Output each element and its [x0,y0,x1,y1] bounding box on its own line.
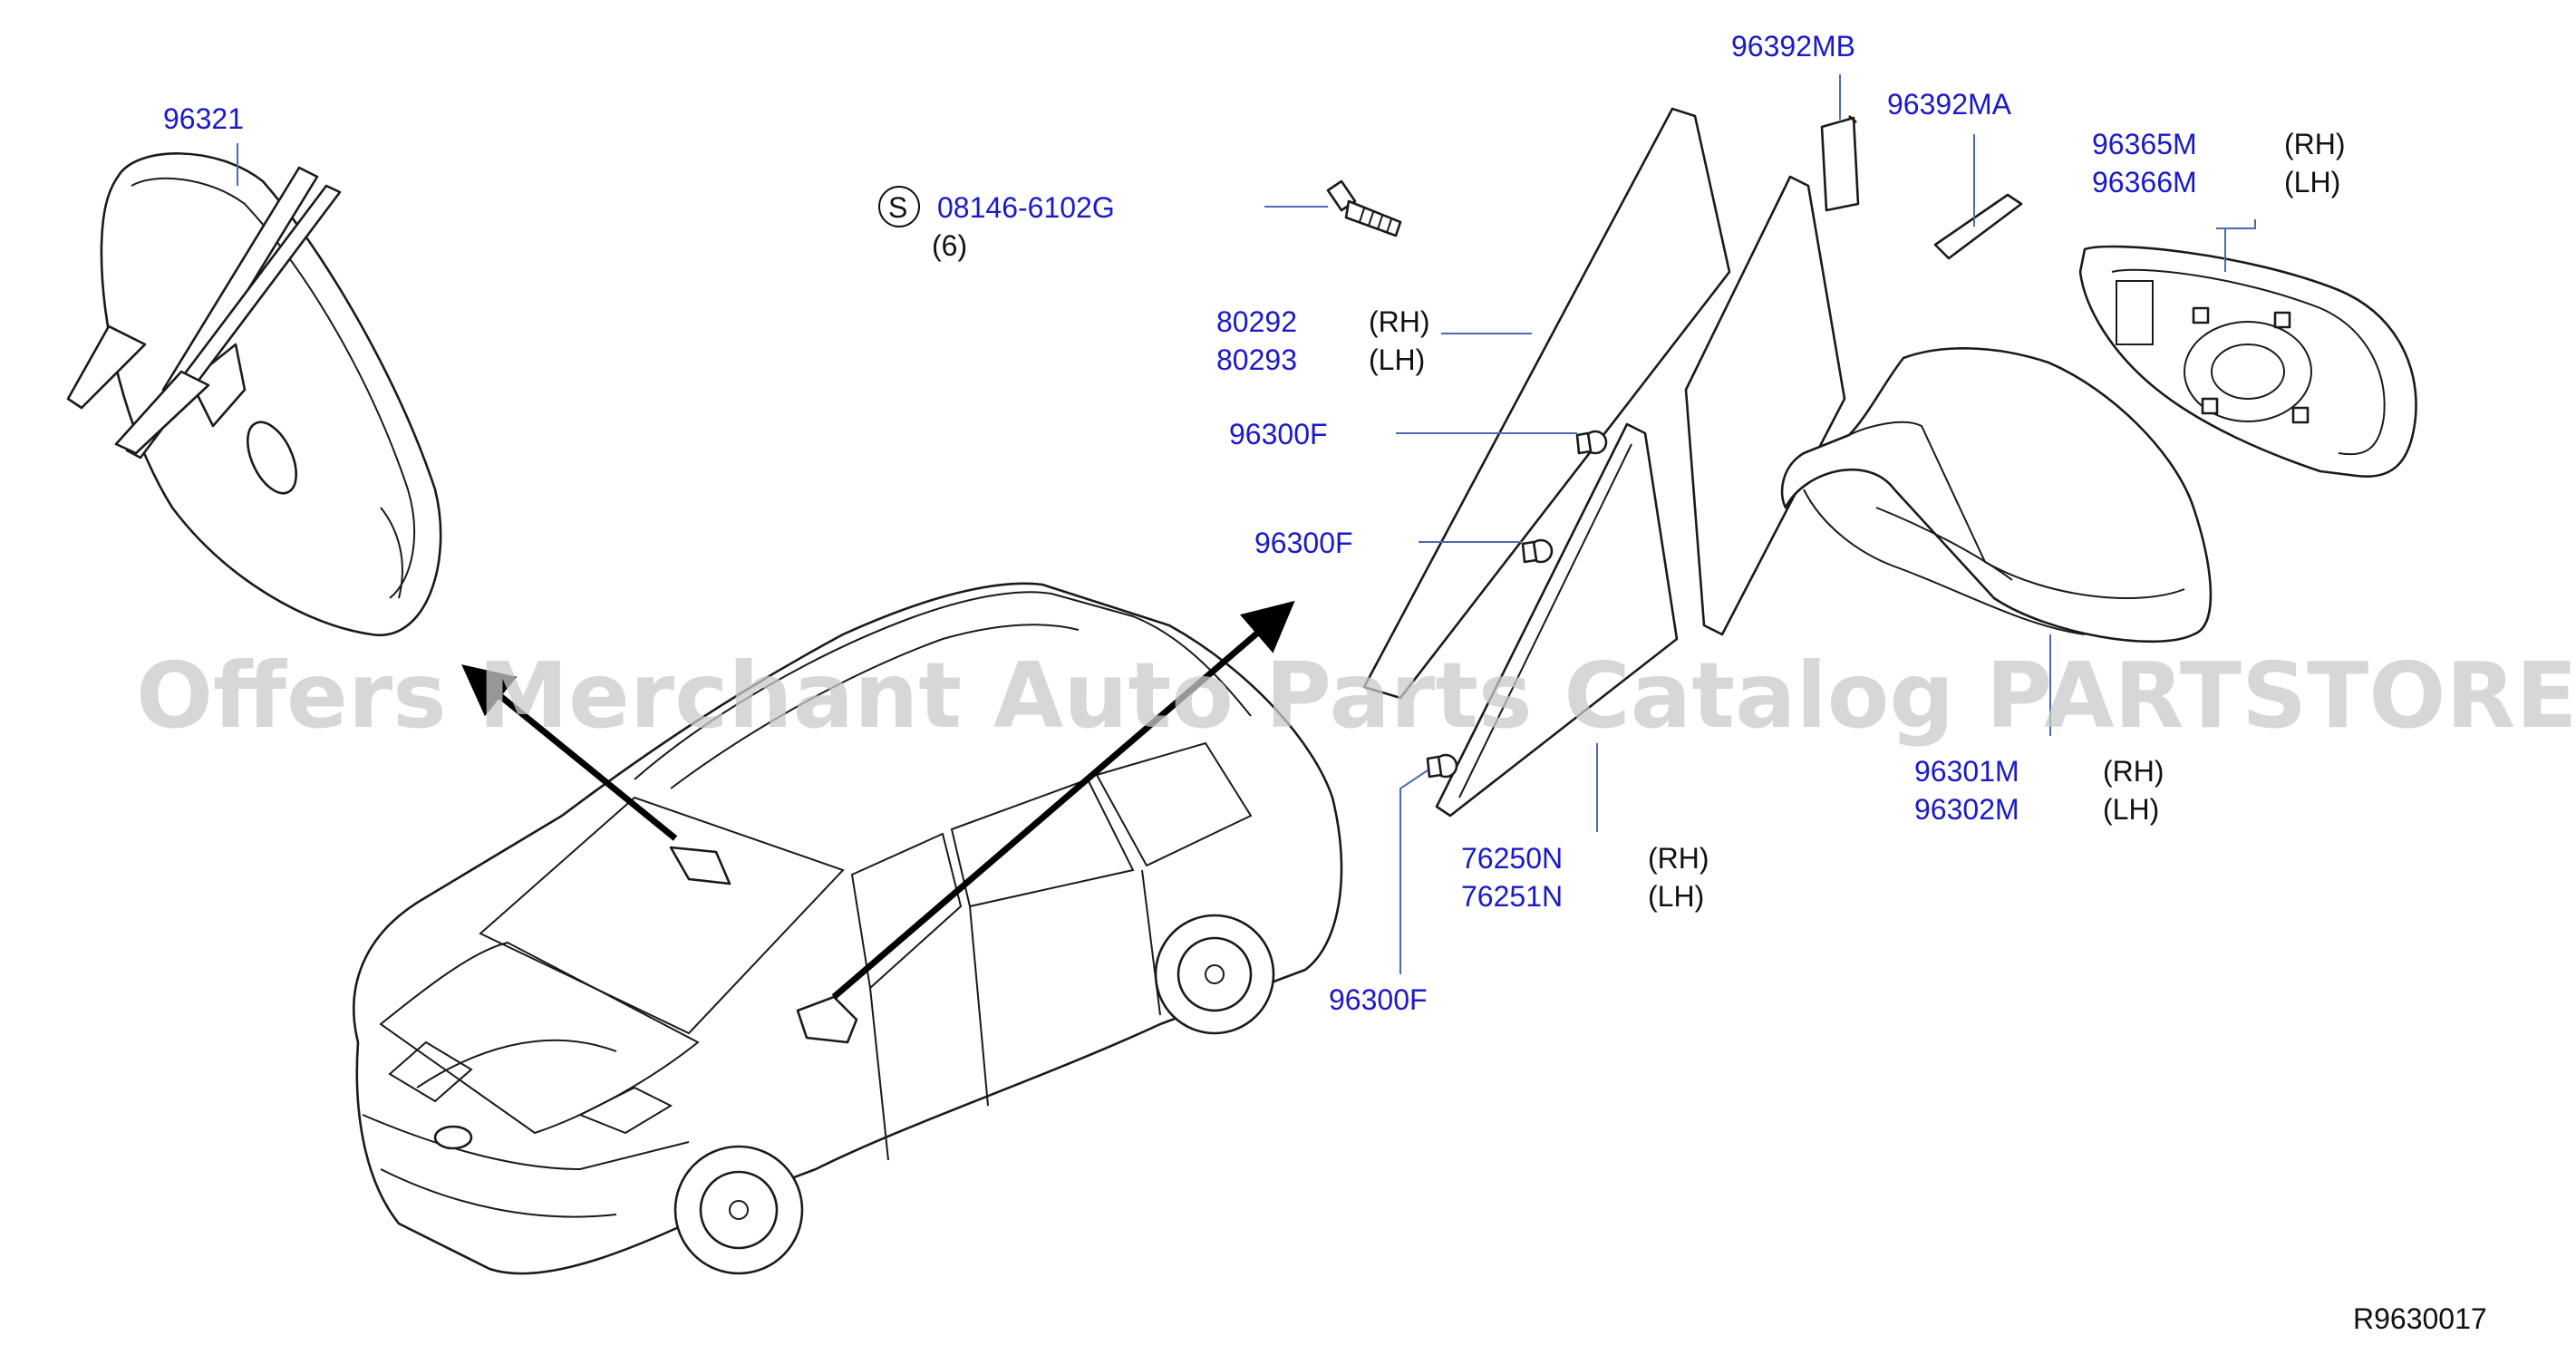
watermark: Offers Merchant Auto Parts Catalog PARTS… [136,643,2576,749]
labels: 96321 S 08146-6102G (6) 80292 (RH) 80293… [163,30,2487,1335]
label-finisher-lh-side: (LH) [1648,880,1704,913]
diagram-code: R9630017 [2353,1302,2487,1335]
label-clip-3[interactable]: 96300F [1329,983,1428,1016]
label-mirror-glass-lh-side: (LH) [2284,166,2340,198]
clip-2 [1521,538,1554,564]
arrows [461,600,1295,1000]
label-door-mirror-lh[interactable]: 96302M [1914,793,2019,826]
finisher-76250n-shape [1435,422,1679,818]
label-door-mirror-rh-side: (RH) [2103,755,2164,788]
label-bolt[interactable]: 08146-6102G [937,191,1115,224]
pad-96392ma [1933,193,2023,260]
clip-icon [1426,430,1608,779]
label-clip-2[interactable]: 96300F [1254,527,1353,559]
label-glass-rh[interactable]: 80292 [1216,305,1297,338]
label-mirror-glass-lh[interactable]: 96366M [2092,166,2197,198]
clip-3 [1426,753,1458,779]
clip-1 [1575,430,1608,455]
leader-lines [1264,74,2256,974]
label-finisher-lh[interactable]: 76251N [1461,880,1563,913]
car-illustration [353,582,1343,1275]
label-door-mirror-lh-side: (LH) [2103,793,2159,826]
arrow-to-door-mirror [831,600,1295,1000]
glass-80292-shape [1362,107,1731,700]
label-pad-b[interactable]: 96392MB [1731,30,1855,63]
label-mirror-glass-rh-side: (RH) [2284,128,2346,160]
bolt-icon [1326,179,1402,237]
door-mirror-illustration [1780,347,2213,643]
label-mirror-glass-rh[interactable]: 96365M [2092,128,2197,160]
panel-parts [1362,107,1846,818]
inner-mirror-illustration [66,143,442,637]
label-glass-lh[interactable]: 80293 [1216,344,1297,376]
s-symbol-circle [878,186,920,227]
mirror-glass-illustration [2078,245,2417,479]
label-finisher-rh-side: (RH) [1648,842,1709,875]
label-pad-a[interactable]: 96392MA [1887,88,2012,121]
label-finisher-rh[interactable]: 76250N [1461,842,1563,875]
label-bolt-qty: (6) [932,229,967,262]
pad-96392mb [1820,116,1860,212]
pad-icon [1820,115,2023,260]
s-symbol: S [888,191,907,224]
label-glass-rh-side: (RH) [1369,305,1430,338]
label-inner-mirror[interactable]: 96321 [163,102,244,135]
arrow-to-inner-mirror [461,664,678,841]
label-clip-1[interactable]: 96300F [1229,418,1328,450]
label-glass-lh-side: (LH) [1369,344,1425,376]
label-door-mirror-rh[interactable]: 96301M [1914,755,2019,788]
